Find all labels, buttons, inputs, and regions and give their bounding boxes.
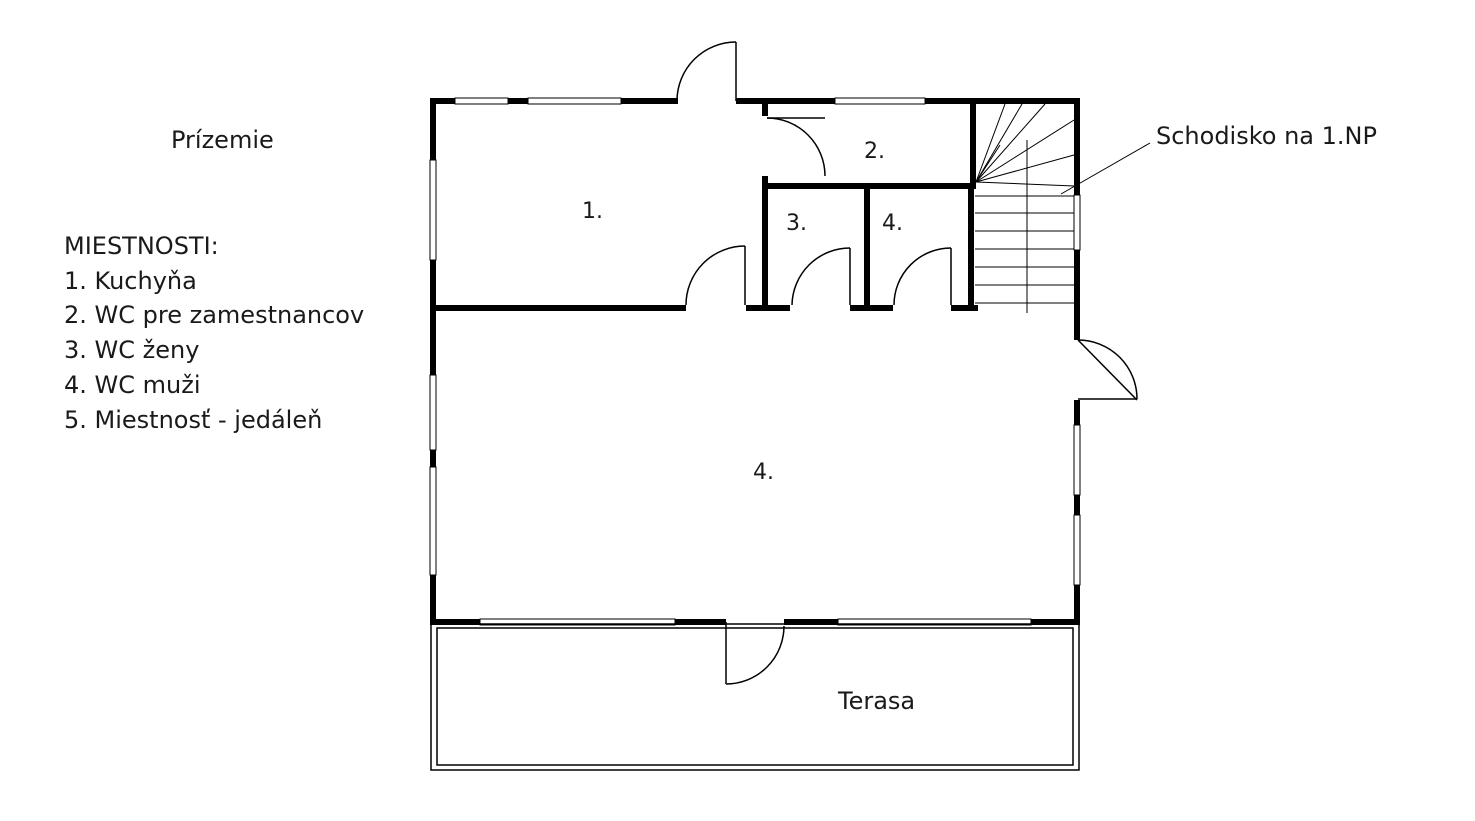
terrace-outline (430, 623, 1080, 771)
room-label-terrace: Terasa (838, 687, 916, 715)
legend-item: 3. WC ženy (64, 336, 200, 365)
floor-title: Prízemie (171, 126, 274, 154)
room-label-kitchen: 1. (582, 199, 603, 224)
room-label-wc-women: 3. (786, 211, 807, 236)
stairs-label: Schodisko na 1.NP (1156, 122, 1377, 150)
stairs (975, 103, 1151, 313)
legend-item: 4. WC muži (64, 370, 201, 399)
doors (676, 41, 1138, 685)
room-label-staff-wc: 2. (864, 139, 885, 164)
legend-item: 5. Miestnosť - jedáleň (64, 405, 323, 434)
legend-heading: MIESTNOSTI: (64, 232, 219, 260)
room-label-wc-men: 4. (882, 211, 903, 236)
legend-item: 1. Kuchyňa (64, 266, 197, 295)
interior-walls (430, 98, 978, 311)
room-label-dining: 4. (753, 460, 774, 485)
room-legend: MIESTNOSTI: 1. Kuchyňa 2. WC pre zamestn… (64, 229, 364, 437)
legend-item: 2. WC pre zamestnancov (64, 301, 365, 330)
windows (429, 97, 1081, 626)
